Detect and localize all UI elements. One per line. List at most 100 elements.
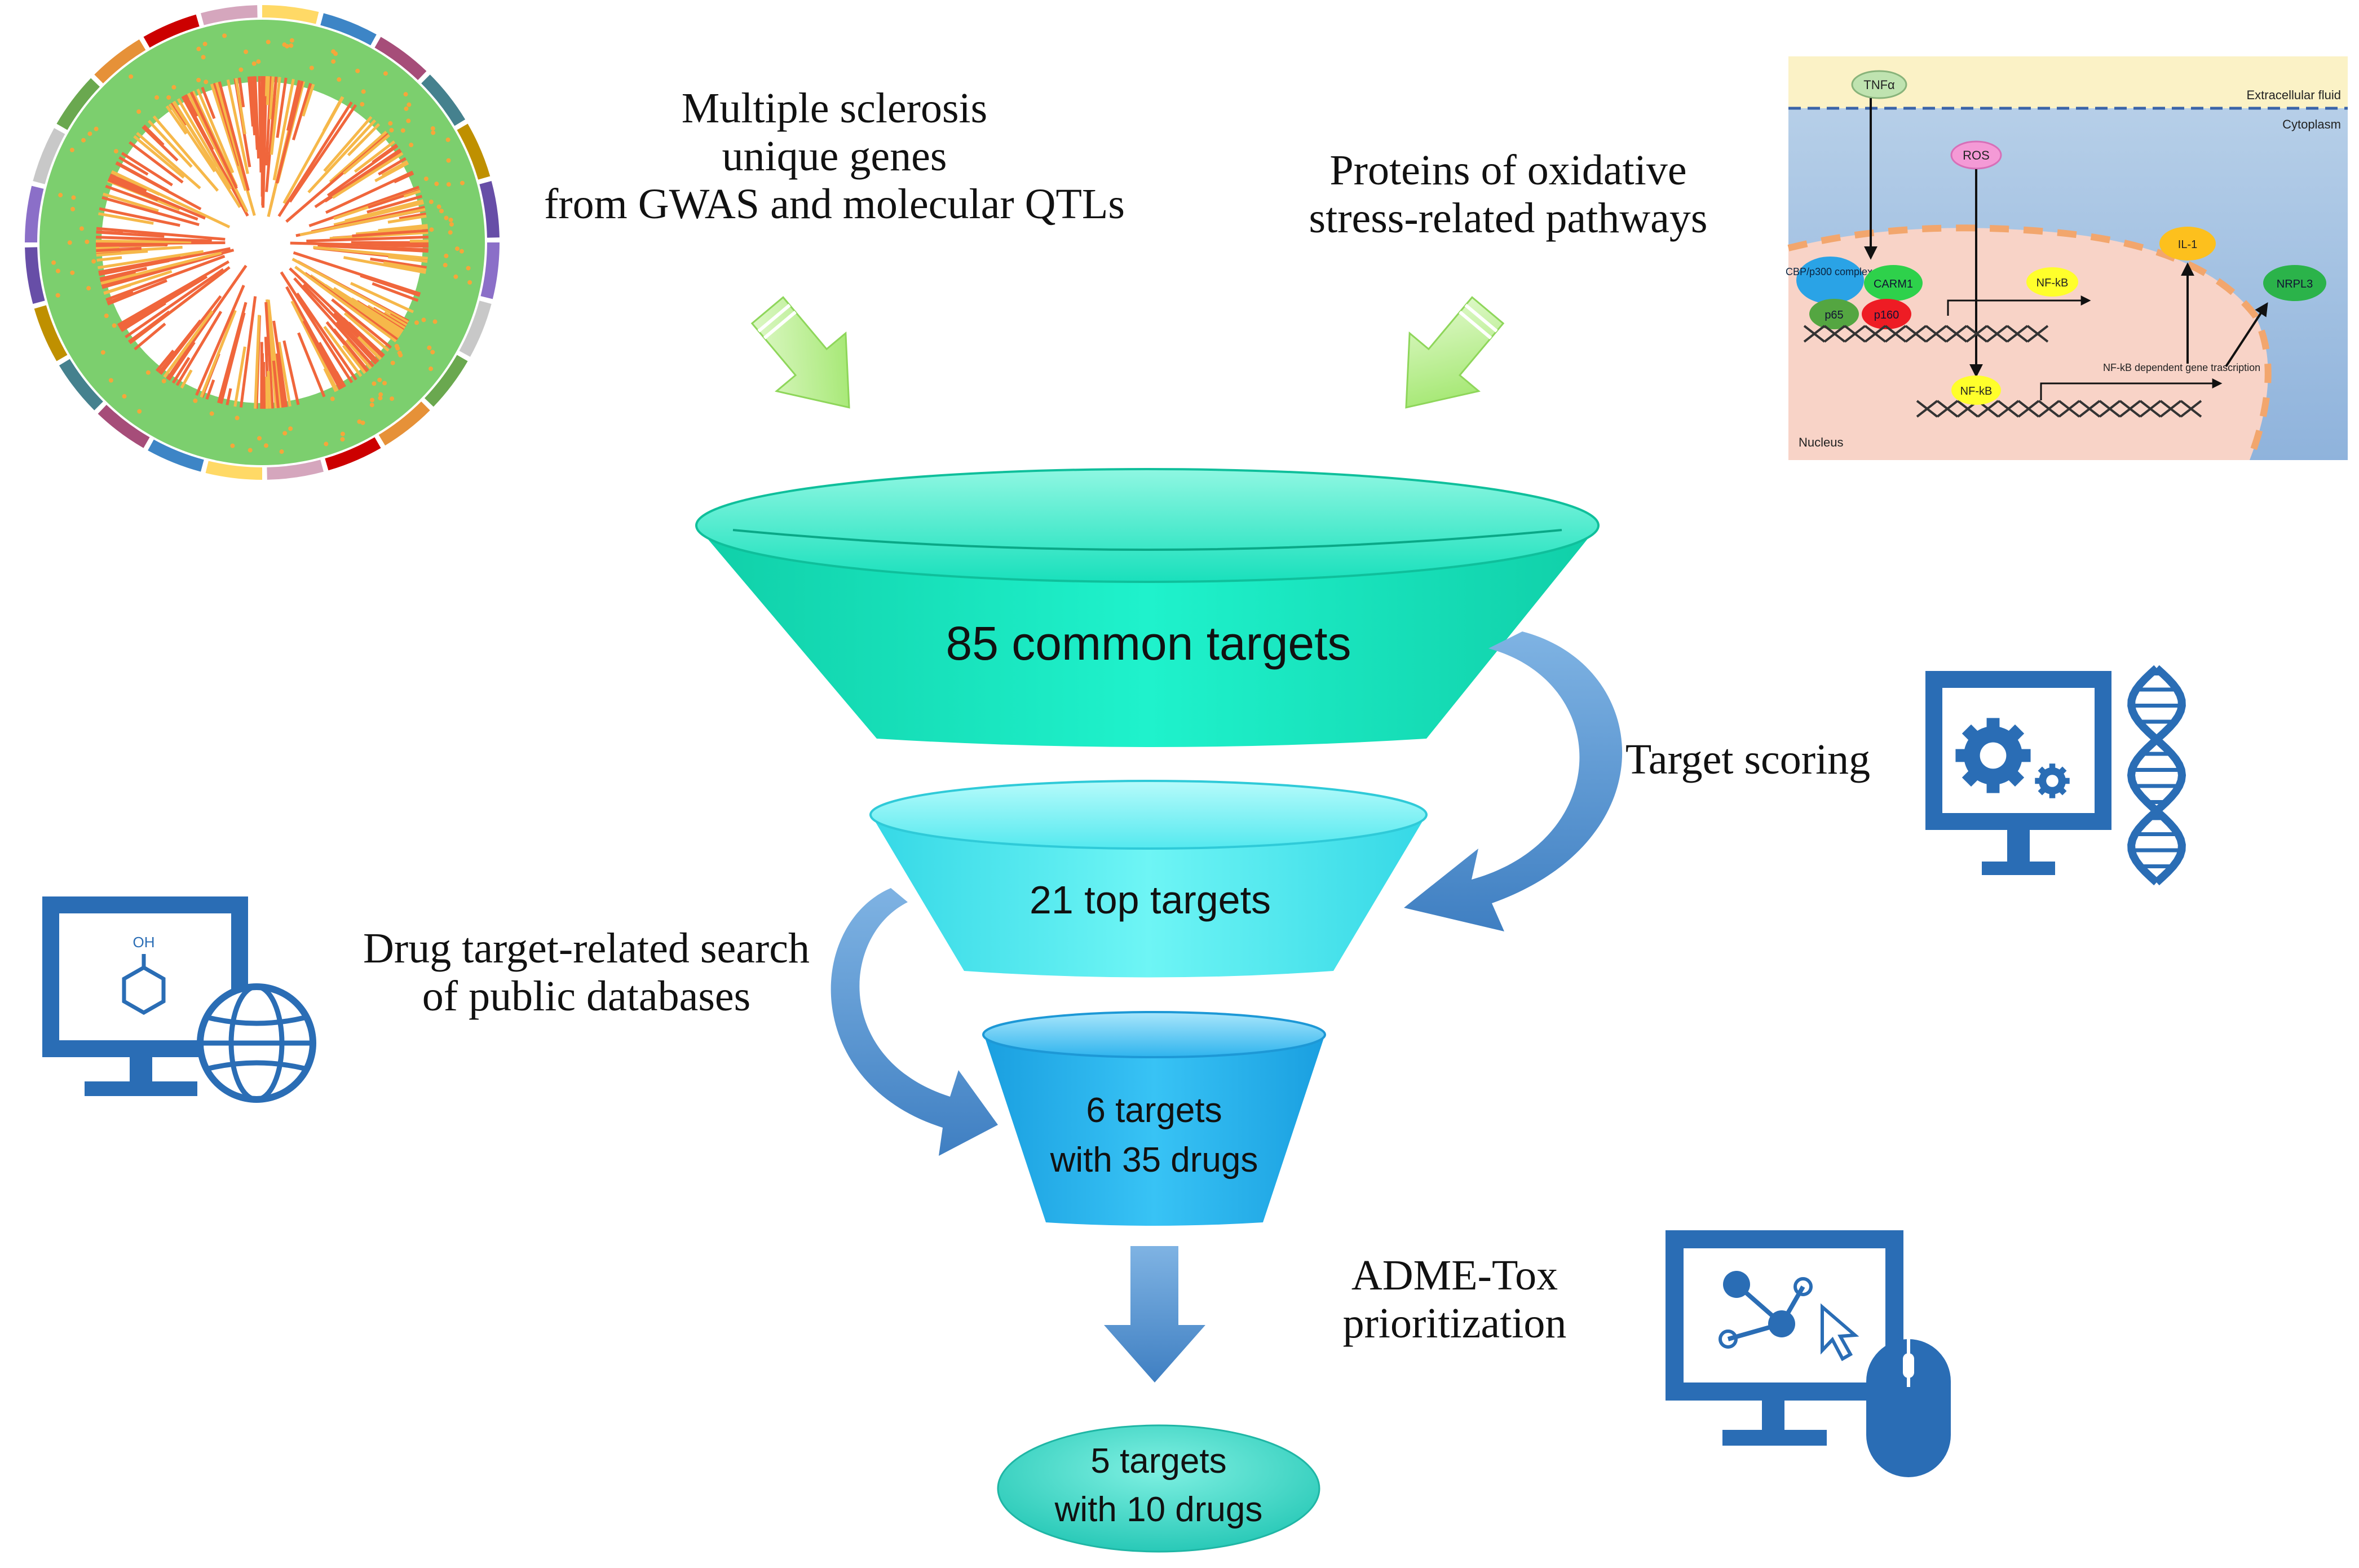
computer-gears-dna-icon: [1934, 668, 2182, 882]
circos-dot: [70, 271, 74, 275]
circos-dot: [94, 127, 99, 131]
down-arrow-adme: [1104, 1246, 1205, 1383]
circos-dot: [395, 346, 400, 351]
nfkb-bottom-label: NF-kB: [1960, 385, 1993, 397]
circos-dot: [414, 320, 419, 325]
cbp-label: CBP/p300 complex: [1786, 266, 1872, 277]
circos-dot: [58, 193, 63, 197]
circos-bar: [383, 245, 428, 246]
circos-dot: [370, 397, 374, 402]
circos-dot: [447, 182, 451, 187]
nrpl3-label: NRPL3: [2277, 278, 2313, 290]
gear-icon: [1955, 718, 2030, 793]
computer-molecule-globe-icon: OH: [51, 905, 313, 1099]
drug-search-line1: Drug target-related search: [304, 925, 868, 973]
circos-dot: [361, 421, 365, 425]
circos-dot: [257, 436, 262, 440]
circos-dot: [427, 346, 431, 350]
dna-helix-icon: [2131, 668, 2182, 882]
stage4-label-line1: 5 targets: [1090, 1442, 1226, 1481]
circos-dot: [222, 33, 227, 38]
stage4-label-line2: with 10 drugs: [1054, 1490, 1263, 1529]
circos-dot: [91, 259, 96, 264]
circos-dot: [467, 280, 472, 285]
circos-dot: [355, 69, 360, 73]
circos-dot: [244, 50, 248, 54]
gear-hole: [1980, 743, 2007, 769]
circos-segment: [207, 467, 262, 474]
circos-dot: [407, 103, 411, 107]
circos-dot: [460, 249, 464, 254]
circos-segment: [202, 11, 258, 19]
circos-dot: [204, 79, 208, 84]
circos-dot: [382, 381, 387, 385]
gwas-genes-title: Multiple sclerosis unique genes from GWA…: [462, 85, 1207, 228]
circos-dot: [333, 51, 338, 56]
circos-dot: [324, 441, 328, 446]
p65-label: p65: [1825, 309, 1843, 321]
circos-dot: [290, 38, 294, 43]
circos-segment: [487, 242, 493, 298]
circos-dot: [361, 89, 366, 94]
circos-dot: [466, 266, 471, 271]
circos-dot: [443, 263, 448, 267]
phenol-oh-label: OH: [133, 934, 155, 951]
circos-dot: [390, 396, 394, 401]
circos-dot: [383, 71, 388, 76]
circos-dot: [196, 47, 201, 51]
circos-dot: [424, 176, 428, 181]
circos-segment: [267, 466, 323, 474]
circos-dot: [448, 230, 453, 235]
circos-bar: [266, 377, 267, 409]
circos-bar: [263, 76, 264, 205]
circos-dot: [79, 226, 84, 231]
drug-search-label: Drug target-related search of public dat…: [304, 925, 868, 1021]
gwas-title-line2: unique genes: [462, 132, 1207, 180]
circos-dot: [56, 269, 60, 273]
circos-bar: [96, 241, 191, 242]
il1-label: IL-1: [2178, 238, 2197, 251]
circos-dot: [421, 317, 426, 322]
circos-dot: [256, 59, 260, 64]
circos-dot: [437, 205, 441, 209]
circos-dot: [146, 370, 151, 375]
circos-dot: [431, 130, 435, 135]
circos-dot: [85, 240, 89, 244]
circos-dot: [70, 207, 75, 211]
circos-dot: [433, 320, 438, 324]
oxidative-title-line1: Proteins of oxidative: [1232, 147, 1784, 195]
circos-plot-image: [31, 11, 493, 474]
circos-dot: [404, 107, 408, 111]
circos-dot: [377, 378, 382, 382]
circos-dot: [203, 42, 207, 46]
oxidative-pathway-image: Extracellular fluid Cytoplasm Nucleus TN…: [1786, 56, 2348, 460]
circos-bar: [268, 371, 270, 409]
extracellular-label: Extracellular fluid: [2246, 88, 2341, 102]
circos-segment: [31, 248, 39, 303]
circos-dot: [455, 246, 460, 251]
circos-dot: [431, 126, 435, 131]
nfkb-top-label: NF-kB: [2036, 277, 2069, 289]
circos-dot: [282, 42, 286, 47]
circos-dot: [370, 403, 374, 407]
circos-dot: [340, 437, 344, 441]
drug-search-line2: of public databases: [304, 973, 868, 1021]
adme-line2: prioritization: [1285, 1300, 1624, 1348]
circos-dot: [71, 195, 76, 200]
circos-dot: [439, 209, 444, 213]
circos-dot: [137, 409, 142, 414]
transcription-label: NF-kB dependent gene trascription: [2103, 362, 2260, 373]
circos-dot: [136, 109, 141, 114]
circos-dot: [330, 396, 335, 401]
circos-dot: [430, 350, 435, 355]
funnel-stage-1: [696, 469, 1598, 747]
carm1-label: CARM1: [1874, 278, 1913, 290]
gwas-title-line3: from GWAS and molecular QTLs: [462, 180, 1207, 228]
circos-dot: [109, 378, 113, 383]
circos-dot: [129, 74, 133, 79]
green-down-arrow-right: [1372, 281, 1522, 436]
circos-dot: [280, 449, 284, 454]
oxidative-title-line2: stress-related pathways: [1232, 195, 1784, 242]
circos-dot: [101, 350, 105, 355]
